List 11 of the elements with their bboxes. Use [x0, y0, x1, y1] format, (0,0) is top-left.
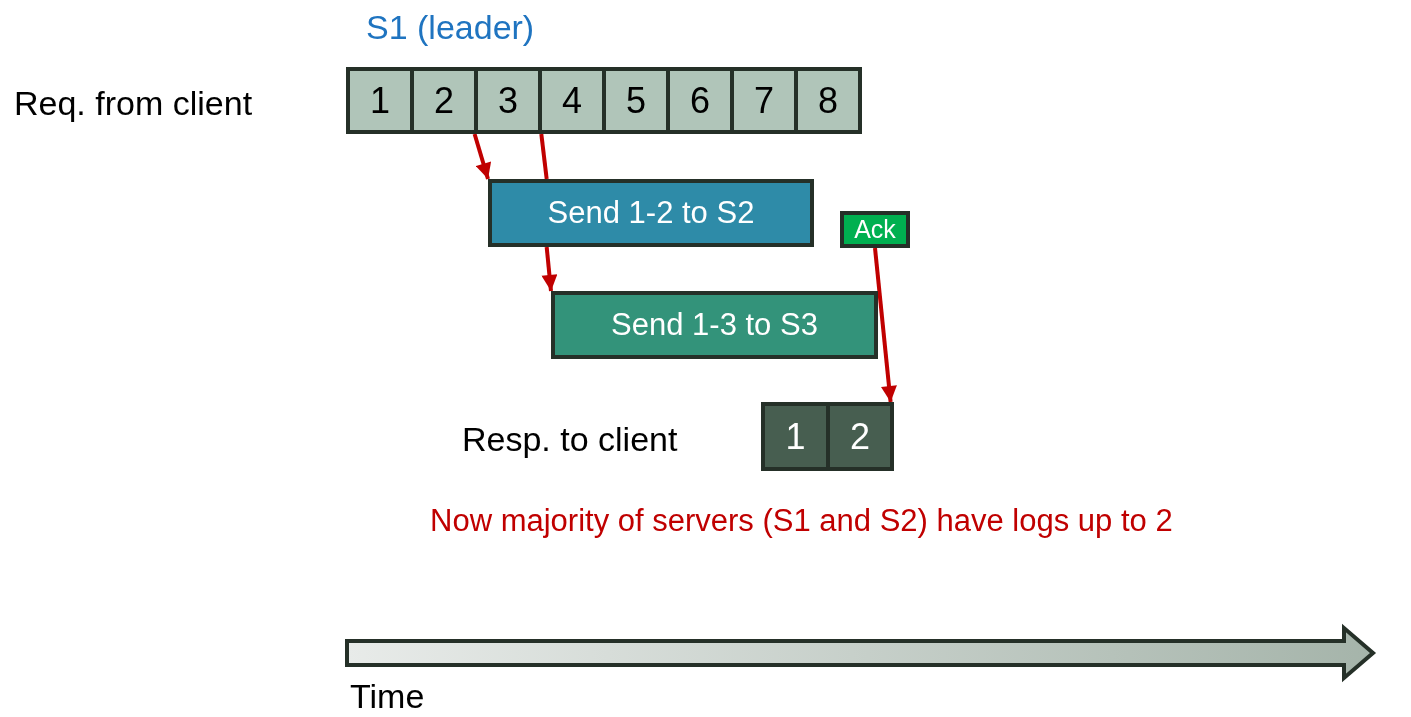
message-box: Send 1-2 to S2	[488, 179, 814, 247]
arrow	[541, 246, 558, 292]
note-text: Now majority of servers (S1 and S2) have logs up to 2	[430, 503, 1173, 539]
arrow	[472, 133, 492, 180]
row-label: Resp. to client	[462, 420, 678, 459]
row-label: Req. from client	[14, 84, 253, 123]
server-label: S1 (leader)	[366, 8, 535, 47]
axis-label: Time	[350, 677, 425, 716]
message-box: Send 1-3 to S3	[551, 291, 878, 359]
arrow	[873, 247, 897, 403]
ack-tag: Ack	[840, 211, 910, 248]
